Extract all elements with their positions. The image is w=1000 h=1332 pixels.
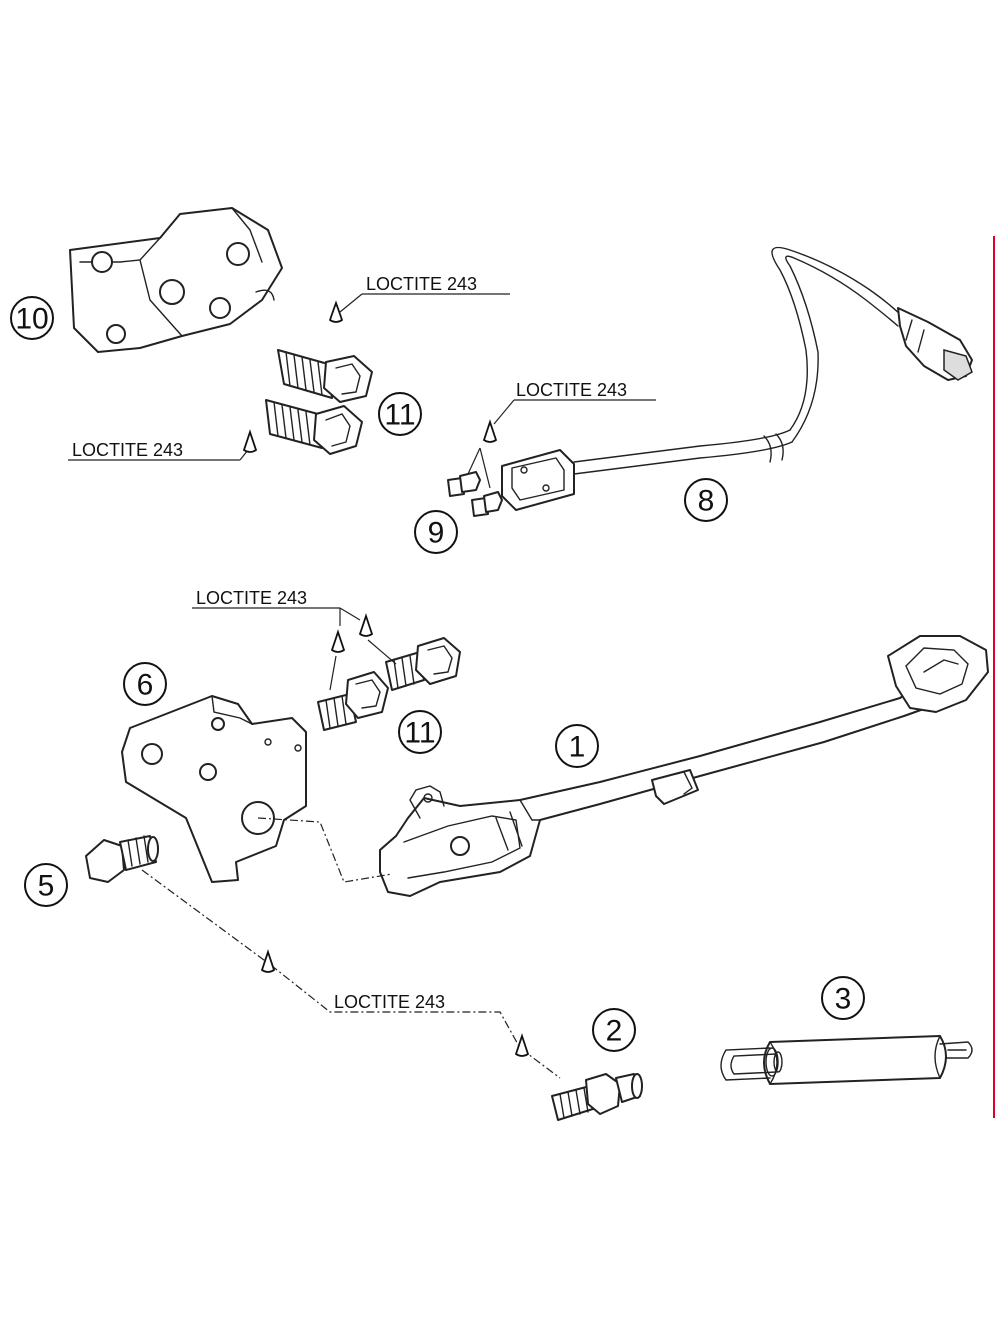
callout-9: 9	[414, 510, 458, 554]
callout-2-label: 2	[606, 1015, 623, 1048]
loctite-note-switch-screws: LOCTITE 243	[467, 380, 656, 489]
part-6-mounting-plate	[121, 695, 307, 883]
callout-11-upper-label: 11	[384, 399, 415, 432]
part-2-spacer-bolt	[551, 1073, 643, 1121]
callout-11-middle-label: 11	[404, 717, 435, 750]
callout-1: 1	[555, 724, 599, 768]
part-1-side-stand	[379, 635, 989, 897]
loctite-note-lower-bolt: LOCTITE 243	[68, 429, 258, 461]
loctite-note-upper-bolt: LOCTITE 243	[328, 274, 510, 323]
loctite-note-middle-bolts: LOCTITE 243	[192, 588, 397, 691]
assembly-line-bolt-to-spacer	[141, 869, 561, 1079]
callout-2: 2	[592, 1008, 636, 1052]
part-11-bolt-upper	[277, 349, 373, 403]
part-3-return-spring	[720, 1035, 973, 1085]
part-11-bolt-middle-left	[317, 671, 389, 731]
part-9-screws	[447, 471, 503, 517]
loctite-label-1: LOCTITE 243	[366, 274, 477, 294]
assembly-line-plate-to-stand	[257, 817, 393, 883]
callout-5: 5	[24, 863, 68, 907]
callout-3: 3	[821, 976, 865, 1020]
callout-9-label: 9	[428, 517, 445, 550]
part-11-bolt-middle-right	[385, 637, 461, 691]
loctite-label-2: LOCTITE 243	[72, 440, 183, 460]
callout-8-label: 8	[698, 485, 715, 518]
loctite-label-3: LOCTITE 243	[516, 380, 627, 400]
callout-6: 6	[123, 662, 167, 706]
callout-10-label: 10	[15, 303, 48, 336]
part-8-sidestand-switch	[501, 246, 973, 511]
part-5-pivot-bolt	[85, 835, 159, 883]
callout-1-label: 1	[569, 731, 586, 764]
callout-6-label: 6	[137, 669, 154, 702]
part-11-bolt-lower	[265, 399, 363, 455]
callout-10: 10	[10, 296, 54, 340]
loctite-label-5: LOCTITE 243	[334, 992, 445, 1012]
callout-3-label: 3	[835, 983, 852, 1016]
callout-8: 8	[684, 478, 728, 522]
callout-11-upper: 11	[378, 392, 422, 436]
part-10-mounting-bracket	[69, 207, 283, 353]
callout-5-label: 5	[38, 870, 55, 903]
loctite-label-4: LOCTITE 243	[196, 588, 307, 608]
callout-11-middle: 11	[398, 710, 442, 754]
loctite-note-pivot: LOCTITE 243	[260, 949, 530, 1057]
